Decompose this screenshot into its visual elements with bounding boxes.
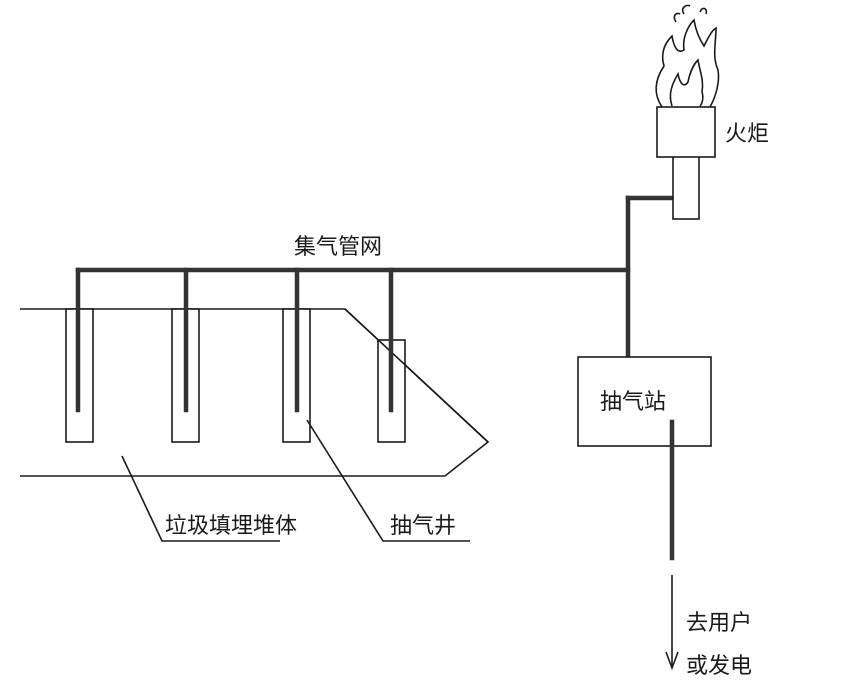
landfill-body-leader bbox=[121, 455, 280, 542]
pump-station-label: 抽气站 bbox=[600, 390, 666, 415]
torch-label: 火炬 bbox=[725, 122, 769, 147]
landfill-body-label: 垃圾填埋堆体 bbox=[165, 514, 297, 539]
to-user-label-line1: 去用户 bbox=[686, 611, 752, 636]
landfill-slope-edge bbox=[344, 308, 489, 443]
output-arrow-head bbox=[665, 651, 679, 671]
extraction-well-leader bbox=[306, 419, 470, 542]
torch-head bbox=[656, 106, 716, 158]
gas-network-label: 集气管网 bbox=[294, 235, 382, 260]
pump-station-box bbox=[577, 356, 712, 447]
flame-icon bbox=[655, 4, 720, 108]
extraction-well-label: 抽气井 bbox=[390, 514, 456, 539]
torch-stand bbox=[672, 155, 700, 220]
to-user-label-line2: 或发电 bbox=[686, 654, 752, 679]
